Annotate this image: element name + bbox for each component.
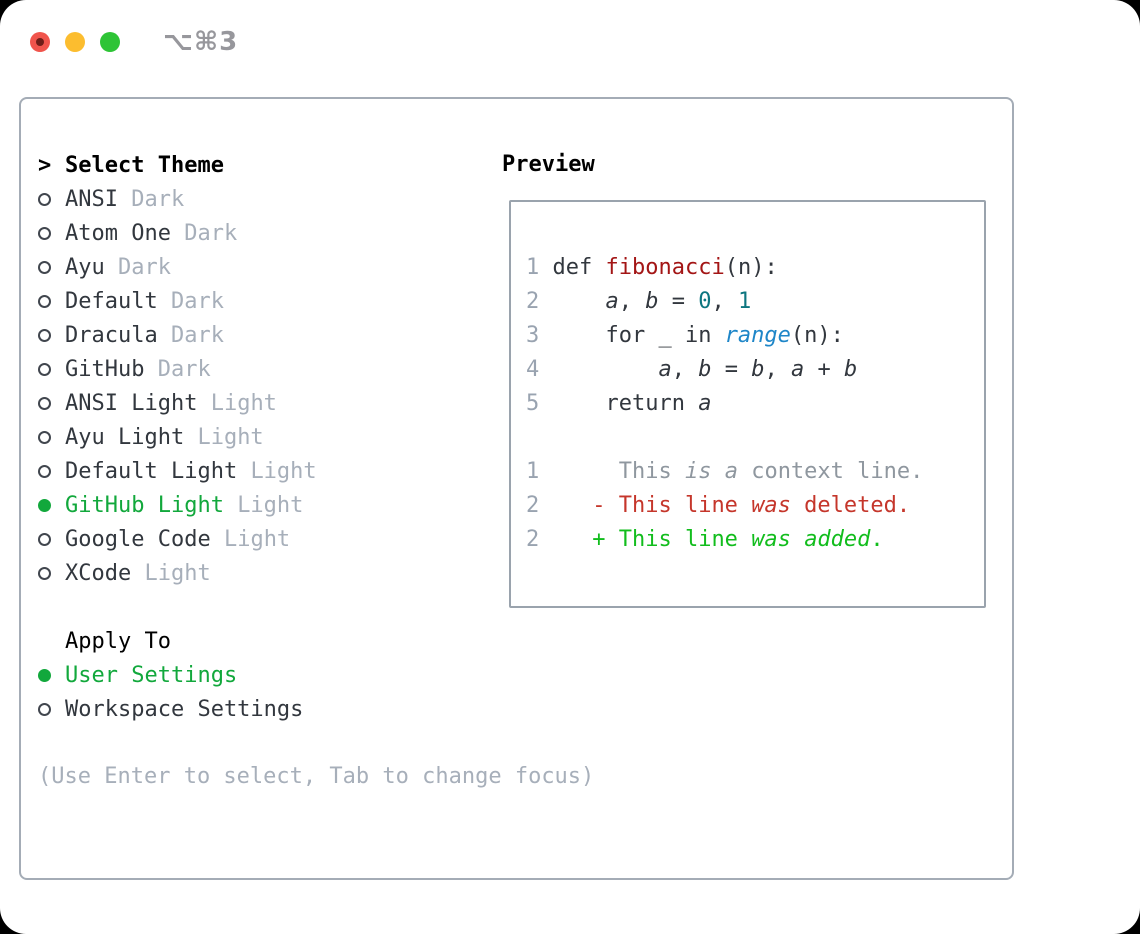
minimize-button-icon[interactable] (65, 32, 85, 52)
apply-to-title: Apply To (65, 628, 171, 654)
marker (38, 702, 65, 716)
code-line: 2 - This line was deleted. (526, 493, 911, 518)
code-line: 5 return a (526, 391, 712, 416)
theme-option-ayu-light[interactable]: Ayu Light Light (38, 420, 458, 454)
theme-variant-tag: Dark (170, 322, 224, 348)
marker (38, 362, 65, 376)
theme-variant-tag: Light (197, 424, 264, 450)
apply-option-workspace-settings[interactable]: Workspace Settings (38, 692, 458, 726)
titlebar: ⌥⌘3 (30, 27, 238, 57)
theme-option-ayu[interactable]: Ayu Dark (38, 250, 458, 284)
code-line: 2 a, b = 0, 1 (526, 289, 752, 314)
marker (38, 192, 65, 206)
code-preview: 1 def fibonacci(n): 2 a, b = 0, 1 3 for _ … (526, 251, 984, 557)
marker (38, 226, 65, 240)
marker (38, 668, 65, 682)
theme-variant-tag: Light (144, 560, 211, 586)
close-button-icon[interactable] (30, 32, 50, 52)
keyboard-hint: (Use Enter to select, Tab to change focu… (38, 764, 595, 789)
radio-icon (38, 294, 51, 308)
theme-name: Google Code (65, 526, 224, 552)
theme-option-ansi[interactable]: ANSI Dark (38, 182, 458, 216)
spacer (38, 590, 458, 624)
apply-option-label: Workspace Settings (65, 696, 304, 722)
theme-option-dracula[interactable]: Dracula Dark (38, 318, 458, 352)
radio-icon (38, 430, 51, 444)
code-line (526, 421, 984, 455)
theme-option-github[interactable]: GitHub Dark (38, 352, 458, 386)
marker (38, 260, 65, 274)
theme-name: GitHub (65, 356, 158, 382)
theme-name: ANSI Light (65, 390, 211, 416)
theme-variant-tag: Dark (117, 254, 171, 280)
theme-name: Atom One (65, 220, 185, 246)
theme-name: Ayu Light (65, 424, 198, 450)
theme-variant-tag: Dark (157, 356, 211, 382)
radio-icon (38, 566, 51, 580)
window-title: ⌥⌘3 (163, 27, 239, 57)
marker (38, 566, 65, 580)
theme-name: GitHub Light (65, 492, 238, 518)
code-line: 1 def fibonacci(n): (526, 255, 778, 280)
radio-icon (38, 328, 51, 342)
theme-option-github-light[interactable]: GitHub Light Light (38, 488, 458, 522)
marker (38, 532, 65, 546)
preview-title: Preview (502, 152, 595, 177)
radio-icon (38, 464, 51, 478)
radio-icon (38, 260, 51, 274)
code-line: 1 This is a context line. (526, 459, 924, 484)
marker (38, 498, 65, 512)
cursor-marker: > (38, 152, 52, 178)
theme-option-google-code[interactable]: Google Code Light (38, 522, 458, 556)
code-line: 4 a, b = b, a + b (526, 357, 858, 382)
marker (38, 294, 65, 308)
radio-icon (38, 532, 51, 546)
select-theme-title: Select Theme (65, 152, 224, 178)
radio-selected-icon (38, 668, 51, 682)
theme-name: Dracula (65, 322, 171, 348)
theme-name: Default Light (65, 458, 251, 484)
marker (38, 464, 65, 478)
theme-name: Default (65, 288, 171, 314)
radio-icon (38, 702, 51, 716)
zoom-button-icon[interactable] (100, 32, 120, 52)
marker (38, 430, 65, 444)
theme-name: XCode (65, 560, 145, 586)
theme-variant-tag: Dark (131, 186, 185, 212)
theme-option-default-light[interactable]: Default Light Light (38, 454, 458, 488)
apply-option-user-settings[interactable]: User Settings (38, 658, 458, 692)
code-line: 3 for _ in range(n): (526, 323, 844, 348)
theme-option-default[interactable]: Default Dark (38, 284, 458, 318)
radio-selected-icon (38, 498, 51, 512)
radio-icon (38, 192, 51, 206)
theme-variant-tag: Light (210, 390, 277, 416)
marker (38, 328, 65, 342)
theme-variant-tag: Light (223, 526, 291, 552)
theme-name: Ayu (65, 254, 118, 280)
radio-icon (38, 396, 51, 410)
code-line: 2 + This line was added. (526, 527, 884, 552)
select-theme-header: > Select Theme (38, 148, 458, 182)
radio-icon (38, 226, 51, 240)
theme-variant-tag: Dark (170, 288, 224, 314)
theme-variant-tag: Light (250, 458, 317, 484)
marker (38, 396, 65, 410)
apply-to-header: Apply To (38, 624, 458, 658)
radio-icon (38, 362, 51, 376)
theme-variant-tag: Light (237, 492, 304, 518)
spacer (38, 726, 458, 760)
apply-option-label: User Settings (65, 662, 238, 688)
preview-pane: 1 def fibonacci(n): 2 a, b = 0, 1 3 for _ … (509, 200, 986, 608)
theme-option-ansi-light[interactable]: ANSI Light Light (38, 386, 458, 420)
theme-name: ANSI (65, 186, 132, 212)
theme-option-xcode[interactable]: XCode Light (38, 556, 458, 590)
theme-option-atom-one[interactable]: Atom One Dark (38, 216, 458, 250)
theme-variant-tag: Dark (184, 220, 238, 246)
